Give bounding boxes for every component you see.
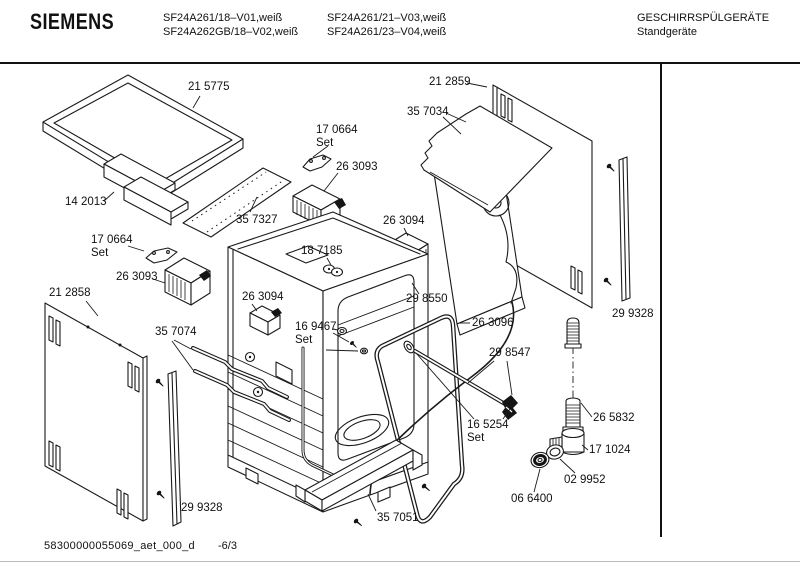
part-label: 35 7327 <box>236 214 278 226</box>
part-label: 26 3094 <box>383 215 425 227</box>
part-label: 29 9328 <box>181 502 223 514</box>
fastener-set-drawing <box>336 326 369 355</box>
model-list-right: SF24A261/21–V03,weiß SF24A261/23–V04,wei… <box>327 12 446 39</box>
clamp-drawing <box>322 264 344 277</box>
part-label: 21 2858 <box>49 287 91 299</box>
part-label: 26 3096 <box>472 317 514 329</box>
part-label: 26 3094 <box>242 291 284 303</box>
part-label: 29 9328 <box>612 308 654 320</box>
part-label: 21 2859 <box>429 76 471 88</box>
part-label: 26 5832 <box>593 412 635 424</box>
model-line: SF24A261/21–V03,weiß <box>327 12 447 24</box>
part-label: 14 2013 <box>65 196 107 208</box>
siemens-logo: SIEMENS <box>30 9 115 34</box>
right-column-divider <box>660 63 662 537</box>
part-label: 26 3093 <box>336 161 378 173</box>
part-label: 17 1024 <box>589 444 631 456</box>
rod-drawing <box>403 340 518 420</box>
heater-tubes-drawing <box>191 346 291 422</box>
module-left-drawing <box>249 305 282 336</box>
leader-lines <box>85 82 593 512</box>
part-label: 29 8550 <box>406 293 448 305</box>
category-block: GESCHIRRSPÜLGERÄTE Standgeräte <box>637 12 769 39</box>
part-label: 18 7185 <box>301 245 343 257</box>
model-line: SF24A261/23–V04,weiß <box>327 25 447 38</box>
insulation-panel-drawing <box>420 105 553 213</box>
part-label: 26 3093 <box>116 271 158 283</box>
part-label: 21 5775 <box>188 81 230 93</box>
bracket-center-drawing <box>302 154 332 172</box>
part-label: 35 7034 <box>407 106 449 118</box>
model-line: SF24A262GB/18–V02,weiß <box>163 25 299 38</box>
trim-strip-right-drawing <box>618 156 631 302</box>
part-label: 02 9952 <box>564 474 606 486</box>
model-list-left: SF24A261/18–V01,weiß SF24A262GB/18–V02,w… <box>163 12 298 39</box>
trim-strip-left-drawing <box>167 370 182 527</box>
base-hinge-drawing <box>103 153 189 226</box>
inlet-group-drawing <box>530 317 585 469</box>
bracket-left-drawing <box>145 247 178 264</box>
tub-drawing <box>227 211 429 513</box>
document-id: 58300000055069_aet_000_d <box>44 540 195 552</box>
screw-icons <box>155 163 615 527</box>
part-label: 35 7051 <box>377 512 419 524</box>
part-label: 06 6400 <box>511 493 553 505</box>
category-title: GESCHIRRSPÜLGERÄTE <box>637 12 770 24</box>
model-line: SF24A261/18–V01,weiß <box>163 12 283 24</box>
door-seal-drawing <box>374 314 465 524</box>
header-divider <box>0 62 800 64</box>
side-panel-left-drawing <box>44 302 148 522</box>
module-far-left-drawing <box>164 257 211 306</box>
category-subtitle: Standgeräte <box>637 25 697 38</box>
page-number: -6/3 <box>218 540 237 552</box>
bottom-divider <box>0 561 800 562</box>
part-label: 29 8547 <box>489 347 531 359</box>
plinth-drawing <box>295 439 423 512</box>
access-panel-drawing <box>182 167 292 238</box>
part-label: 35 7074 <box>155 326 197 338</box>
